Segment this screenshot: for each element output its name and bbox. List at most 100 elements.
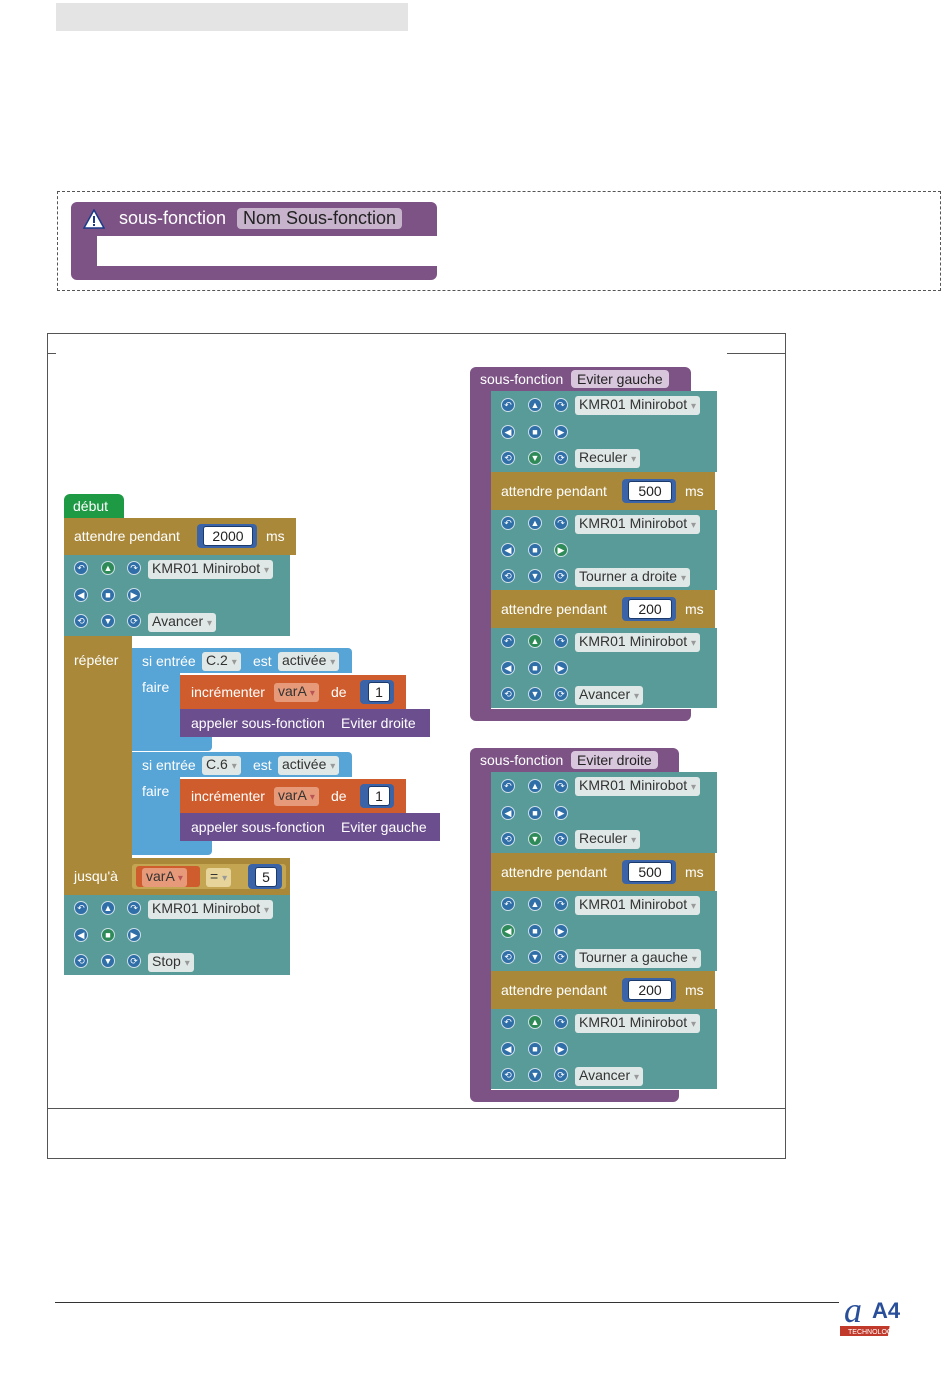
spin-left-icon[interactable]: ⟲ xyxy=(501,569,515,583)
increment-amount[interactable]: 1 xyxy=(360,680,394,704)
spin-right-icon[interactable]: ⟳ xyxy=(127,954,141,968)
wait-number[interactable]: 200 xyxy=(628,980,672,1000)
robot-action-dropdown[interactable]: Tourner a droite ▾ xyxy=(575,568,690,587)
compare-block[interactable]: varA ▾ = ▾ 5 xyxy=(132,864,286,889)
right-icon[interactable]: ▶ xyxy=(554,1042,568,1056)
rotate-right-icon[interactable]: ↷ xyxy=(127,561,141,575)
rotate-left-icon[interactable]: ↶ xyxy=(501,779,515,793)
state-dropdown[interactable]: activée ▾ xyxy=(278,756,340,775)
left-icon[interactable]: ◀ xyxy=(501,924,515,938)
stop-icon[interactable]: ■ xyxy=(101,928,115,942)
forward-icon[interactable]: ▲ xyxy=(528,398,542,412)
spin-right-icon[interactable]: ⟳ xyxy=(554,1068,568,1082)
rotate-right-icon[interactable]: ↷ xyxy=(554,516,568,530)
robot-block[interactable]: ↶ ▲ ↷ KMR01 Minirobot ▾ ◀ ■ ▶ ⟲ ▼ ⟳ Tour… xyxy=(491,510,717,590)
stop-icon[interactable]: ■ xyxy=(528,543,542,557)
left-icon[interactable]: ◀ xyxy=(501,806,515,820)
robot-block[interactable]: ↶ ▲ ↷ KMR01 Minirobot ▾ ◀ ■ ▶ ⟲ ▼ ⟳ Avan… xyxy=(491,628,717,708)
subfunction-header[interactable]: sous-fonction Eviter gauche xyxy=(470,367,691,391)
right-icon[interactable]: ▶ xyxy=(554,425,568,439)
state-dropdown[interactable]: activée ▾ xyxy=(278,652,340,671)
rotate-left-icon[interactable]: ↶ xyxy=(74,901,88,915)
increment-amount[interactable]: 1 xyxy=(360,784,394,808)
stop-icon[interactable]: ■ xyxy=(528,1042,542,1056)
rotate-left-icon[interactable]: ↶ xyxy=(501,634,515,648)
until-block[interactable]: jusqu'à varA ▾ = ▾ 5 xyxy=(64,858,290,895)
spin-left-icon[interactable]: ⟲ xyxy=(501,1068,515,1082)
robot-block[interactable]: ↶ ▲ ↷ KMR01 Minirobot ▾ ◀ ■ ▶ ⟲ ▼ ⟳ Avan… xyxy=(64,555,290,636)
robot-block[interactable]: ↶ ▲ ↷ KMR01 Minirobot ▾ ◀ ■ ▶ ⟲ ▼ ⟳ Avan… xyxy=(491,1009,717,1089)
variable-dropdown[interactable]: varA ▾ xyxy=(142,868,187,887)
increment-number[interactable]: 1 xyxy=(368,682,390,702)
spin-right-icon[interactable]: ⟳ xyxy=(554,950,568,964)
robot-model-dropdown[interactable]: KMR01 Minirobot ▾ xyxy=(575,1014,701,1033)
subfunction-template-block[interactable]: sous-fonction Nom Sous-fonction xyxy=(71,202,437,280)
compare-number[interactable]: 5 xyxy=(255,867,277,887)
wait-value[interactable]: 200 xyxy=(622,597,676,621)
stop-icon[interactable]: ■ xyxy=(528,661,542,675)
robot-action-dropdown[interactable]: Avancer ▾ xyxy=(575,1067,644,1086)
compare-value[interactable]: 5 xyxy=(248,864,282,889)
increment-block[interactable]: incrémenter varA ▾ de 1 xyxy=(180,779,406,813)
robot-action-dropdown[interactable]: Reculer ▾ xyxy=(575,830,641,849)
rotate-right-icon[interactable]: ↷ xyxy=(127,901,141,915)
wait-block[interactable]: attendre pendant 500 ms xyxy=(491,853,715,891)
subfunction-name-field[interactable]: Nom Sous-fonction xyxy=(237,208,403,229)
left-icon[interactable]: ◀ xyxy=(501,543,515,557)
left-icon[interactable]: ◀ xyxy=(501,661,515,675)
spin-right-icon[interactable]: ⟳ xyxy=(554,451,568,465)
robot-model-dropdown[interactable]: KMR01 Minirobot ▾ xyxy=(575,777,701,796)
robot-model-dropdown[interactable]: KMR01 Minirobot ▾ xyxy=(575,633,701,652)
backward-icon[interactable]: ▼ xyxy=(101,614,115,628)
right-icon[interactable]: ▶ xyxy=(554,543,568,557)
robot-action-dropdown[interactable]: Stop ▾ xyxy=(148,953,194,972)
variable-getter[interactable]: varA ▾ xyxy=(136,866,200,887)
wait-number[interactable]: 200 xyxy=(628,599,672,619)
robot-block[interactable]: ↶ ▲ ↷ KMR01 Minirobot ▾ ◀ ■ ▶ ⟲ ▼ ⟳ Recu… xyxy=(491,391,717,472)
spin-left-icon[interactable]: ⟲ xyxy=(501,832,515,846)
left-icon[interactable]: ◀ xyxy=(74,588,88,602)
stop-icon[interactable]: ■ xyxy=(101,588,115,602)
robot-action-dropdown[interactable]: Avancer ▾ xyxy=(148,613,217,632)
forward-icon[interactable]: ▲ xyxy=(528,516,542,530)
spin-left-icon[interactable]: ⟲ xyxy=(74,954,88,968)
stop-icon[interactable]: ■ xyxy=(528,924,542,938)
spin-left-icon[interactable]: ⟲ xyxy=(74,614,88,628)
wait-value[interactable]: 200 xyxy=(622,978,676,1002)
operator-dropdown[interactable]: = ▾ xyxy=(206,868,232,887)
rotate-right-icon[interactable]: ↷ xyxy=(554,1015,568,1029)
rotate-right-icon[interactable]: ↷ xyxy=(554,634,568,648)
right-icon[interactable]: ▶ xyxy=(554,661,568,675)
variable-dropdown[interactable]: varA ▾ xyxy=(274,683,319,702)
wait-value[interactable]: 500 xyxy=(622,860,676,884)
robot-model-dropdown[interactable]: KMR01 Minirobot ▾ xyxy=(148,900,274,919)
right-icon[interactable]: ▶ xyxy=(127,928,141,942)
spin-left-icon[interactable]: ⟲ xyxy=(501,950,515,964)
right-icon[interactable]: ▶ xyxy=(554,924,568,938)
start-block[interactable]: début xyxy=(64,494,124,518)
increment-block[interactable]: incrémenter varA ▾ de 1 xyxy=(180,675,406,709)
call-subfunction-block[interactable]: appeler sous-fonction Eviter droite xyxy=(180,709,430,737)
robot-block[interactable]: ↶ ▲ ↷ KMR01 Minirobot ▾ ◀ ■ ▶ ⟲ ▼ ⟳ Tour… xyxy=(491,891,717,971)
stop-icon[interactable]: ■ xyxy=(528,806,542,820)
repeat-block[interactable]: répéter xyxy=(64,636,132,858)
rotate-left-icon[interactable]: ↶ xyxy=(501,398,515,412)
wait-block[interactable]: attendre pendant 200 ms xyxy=(491,971,715,1009)
spin-left-icon[interactable]: ⟲ xyxy=(501,451,515,465)
rotate-left-icon[interactable]: ↶ xyxy=(74,561,88,575)
if-block[interactable]: si entrée C.2 ▾ est activée ▾ xyxy=(132,648,352,673)
robot-action-dropdown[interactable]: Avancer ▾ xyxy=(575,686,644,705)
rotate-left-icon[interactable]: ↶ xyxy=(501,516,515,530)
input-dropdown[interactable]: C.2 ▾ xyxy=(202,652,241,671)
input-dropdown[interactable]: C.6 ▾ xyxy=(202,756,241,775)
rotate-right-icon[interactable]: ↷ xyxy=(554,398,568,412)
left-icon[interactable]: ◀ xyxy=(501,425,515,439)
rotate-left-icon[interactable]: ↶ xyxy=(501,1015,515,1029)
subfunction-name-field[interactable]: Eviter gauche xyxy=(571,370,669,388)
robot-action-dropdown[interactable]: Tourner a gauche ▾ xyxy=(575,949,701,968)
robot-model-dropdown[interactable]: KMR01 Minirobot ▾ xyxy=(575,515,701,534)
spin-right-icon[interactable]: ⟳ xyxy=(554,687,568,701)
spin-left-icon[interactable]: ⟲ xyxy=(501,687,515,701)
stop-icon[interactable]: ■ xyxy=(528,425,542,439)
wait-number[interactable]: 500 xyxy=(628,862,672,882)
